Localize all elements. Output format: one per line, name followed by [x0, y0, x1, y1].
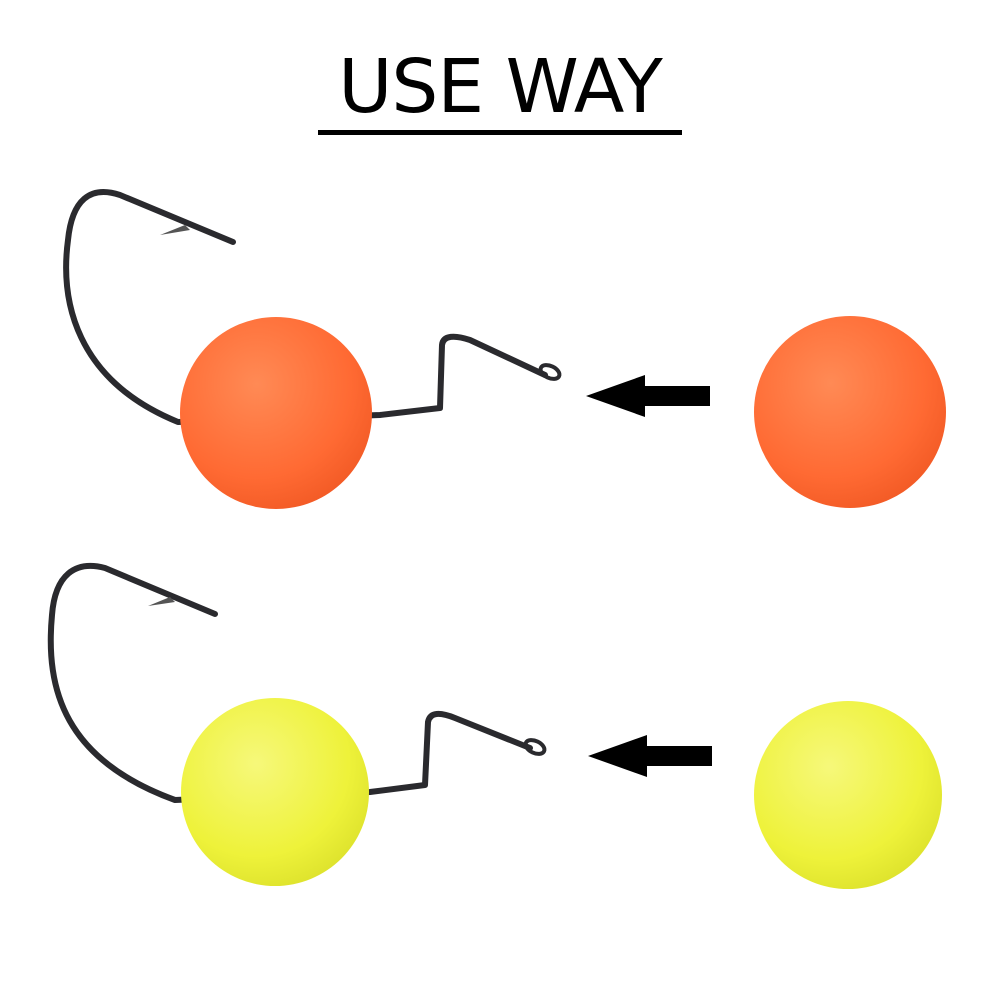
hook-eye-icon: [538, 363, 562, 381]
page-title: USE WAY: [338, 44, 663, 130]
orange-ball-part: [754, 316, 946, 508]
hook-barb-icon: [148, 597, 175, 606]
hook-eye-icon: [523, 738, 547, 756]
yellow-hook-assembly: [47, 562, 547, 886]
left-arrow-icon: [586, 375, 710, 417]
yellow-ball-part: [754, 701, 942, 889]
hook-icon: [63, 189, 548, 425]
title-underline: [318, 130, 682, 135]
hook-icon: [47, 562, 533, 803]
orange-hook-assembly: [63, 189, 562, 509]
yellow-ball: [181, 698, 369, 886]
hook-barb-icon: [160, 225, 190, 235]
orange-ball: [180, 317, 372, 509]
left-arrow-icon: [588, 735, 712, 777]
